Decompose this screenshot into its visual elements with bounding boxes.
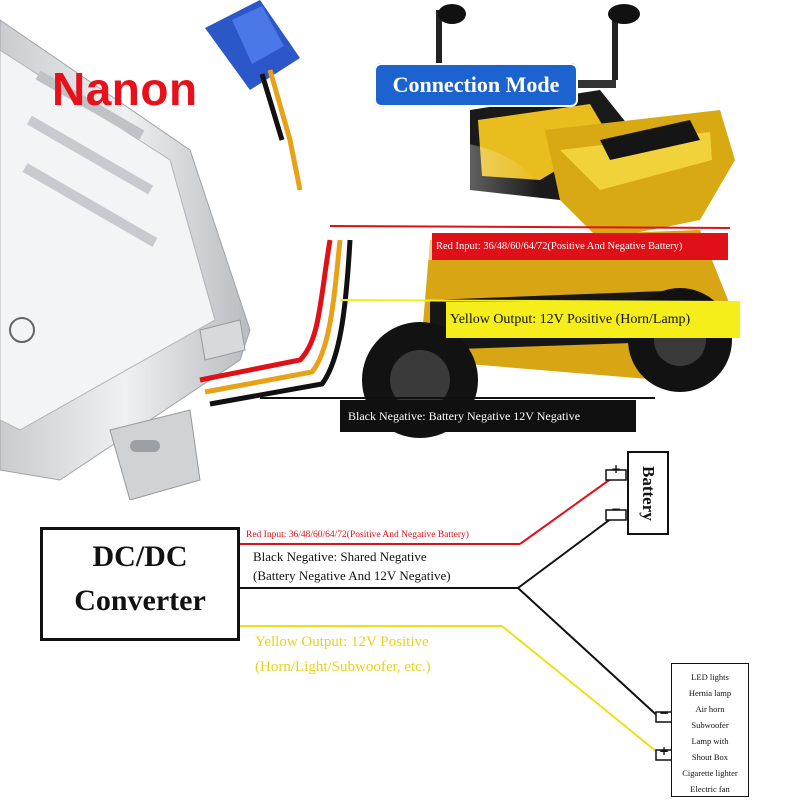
wiring-lines <box>240 469 673 761</box>
brand-logo: Nanon <box>52 63 198 115</box>
load-plus-terminal: + <box>659 744 670 758</box>
load-item: Hernia lamp <box>688 688 732 698</box>
red-input-label: Red Input: 36/48/60/64/72(Positive And N… <box>432 233 728 260</box>
connection-mode-badge: Connection Mode <box>374 63 578 107</box>
battery-box <box>627 451 669 535</box>
load-item: Subwoofer <box>691 720 729 730</box>
load-minus-terminal: − <box>659 706 670 720</box>
red-leader-line <box>329 225 731 229</box>
load-item: Electric fan <box>690 784 730 794</box>
converter-title-line2: Converter <box>74 584 206 617</box>
black-negative-label: Black Negative: Battery Negative 12V Neg… <box>340 400 636 432</box>
loads-box <box>671 663 749 797</box>
headlight-glow <box>320 140 540 260</box>
battery-plus-terminal: + <box>611 462 622 476</box>
battery-minus-terminal: − <box>611 502 622 516</box>
registered-mark-icon <box>9 317 35 343</box>
converter-module-image <box>0 19 251 500</box>
black-wire-label-line1: Black Negative: Shared Negative <box>253 549 427 564</box>
battery-label: Battery <box>639 465 658 521</box>
red-wire-label: Red Input: 36/48/60/64/72(Positive And N… <box>246 530 469 540</box>
load-item: Shout Box <box>691 752 729 762</box>
load-item: Air horn <box>695 704 725 714</box>
connector-image <box>199 0 353 407</box>
load-item: LED lights <box>691 672 729 682</box>
converter-title-line1: DC/DC <box>92 540 188 573</box>
yellow-wire-label-line1: Yellow Output: 12V Positive <box>255 634 429 650</box>
yellow-leader-line <box>339 299 741 303</box>
dcdc-converter-box <box>40 527 240 641</box>
yellow-output-label: Yellow Output: 12V Positive (Horn/Lamp) <box>446 302 740 338</box>
black-wire-label-line2: (Battery Negative And 12V Negative) <box>253 568 451 583</box>
load-item: Lamp with <box>691 736 729 746</box>
load-item: Cigarette lighter <box>682 768 738 778</box>
yellow-wire-label-line2: (Horn/Light/Subwoofer, etc.) <box>255 659 431 675</box>
